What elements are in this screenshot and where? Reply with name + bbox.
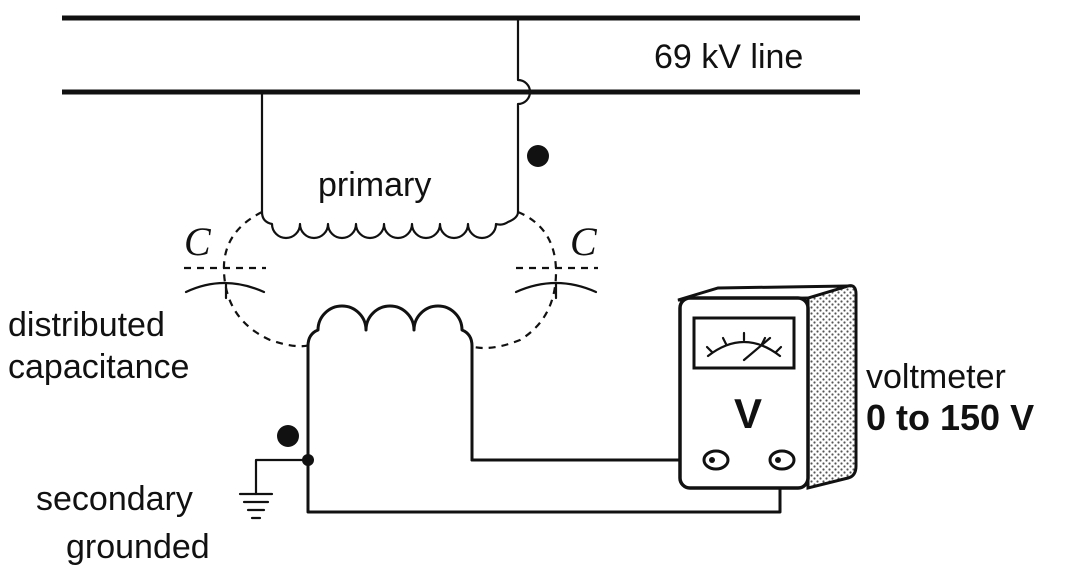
capacitor-left-plate-bottom	[184, 281, 266, 294]
voltmeter-range-label: 0 to 150 V	[866, 397, 1034, 438]
line-label: 69 kV line	[654, 38, 803, 76]
voltmeter-terminal-left	[702, 449, 730, 471]
voltmeter-icon: V	[677, 284, 858, 490]
primary-winding	[260, 210, 520, 240]
voltmeter-tick-1	[705, 345, 714, 354]
primary-lead-right	[516, 16, 532, 214]
voltmeter-scale-arc	[706, 340, 782, 358]
ground-lead	[254, 458, 310, 496]
voltmeter-needle	[742, 336, 772, 362]
distributed-capacitance-label-line1: distributed	[8, 306, 165, 344]
secondary-label-line1: secondary	[36, 480, 193, 518]
voltmeter-terminal-right	[768, 449, 796, 471]
capacitance-symbol-right: C	[570, 219, 598, 264]
voltmeter-label: voltmeter	[866, 358, 1006, 396]
voltmeter-tick-2	[721, 336, 728, 346]
voltmeter-face-letter: V	[734, 390, 762, 437]
secondary-to-meter-lower	[306, 458, 782, 514]
secondary-polarity-dot	[277, 425, 299, 447]
primary-label: primary	[318, 166, 431, 204]
voltmeter-side-panel	[806, 284, 858, 490]
secondary-label-line2: grounded	[66, 528, 210, 566]
distributed-capacitance-loop	[222, 210, 558, 350]
secondary-winding	[306, 304, 474, 462]
distributed-capacitance-label-line2: capacitance	[8, 348, 189, 386]
primary-polarity-dot	[527, 145, 549, 167]
capacitance-symbol-left: C	[184, 219, 212, 264]
voltmeter-tick-5	[774, 345, 783, 354]
